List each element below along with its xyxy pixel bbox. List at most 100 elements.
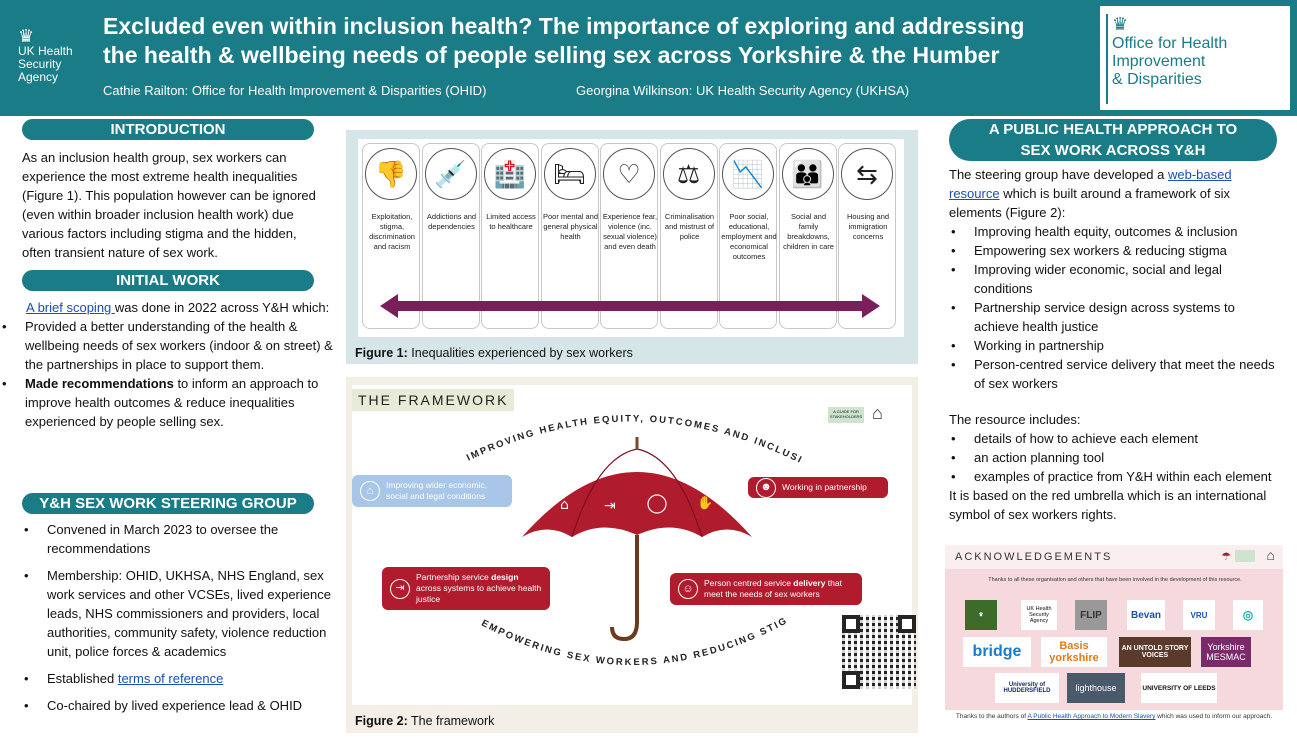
introduction-text: As an inclusion health group, sex worker… xyxy=(22,150,316,260)
list-item: Co-chaired by lived experience lead & OH… xyxy=(22,696,337,715)
inequality-label: Limited access to healthcare xyxy=(486,212,536,231)
public-health-text: The steering group have developed a web-… xyxy=(949,165,1279,524)
hospital-icon: 🏥 xyxy=(484,148,536,200)
resource-include-item: an action planning tool xyxy=(949,448,1279,467)
people-icon: ☻ xyxy=(756,477,776,498)
introduction-heading: INTRODUCTION xyxy=(22,119,314,140)
royal-crest-icon: ♛ xyxy=(18,26,35,46)
acknowledgements-heading: ACKNOWLEDGEMENTS xyxy=(945,545,1283,569)
figure-1: ⇆ Housing and immigration concerns 👪 Social… xyxy=(346,130,918,364)
inequality-label: Addictions and dependencies xyxy=(426,212,477,231)
tag-economic-conditions: ⌂ Improving wider economic, social and l… xyxy=(352,475,512,507)
terms-of-reference-link[interactable]: terms of reference xyxy=(117,671,224,686)
leeds-logo: UNIVERSITY OF LEEDS xyxy=(1141,673,1217,703)
guide-tag: A GUIDE FOR STAKEHOLDERS xyxy=(828,407,864,423)
acknowledgements-footer: Thanks to the authors of A Public Health… xyxy=(955,713,1273,720)
initial-work-heading: INITIAL WORK xyxy=(22,270,314,291)
double-headed-arrow xyxy=(380,294,880,318)
framework-element-item: Improving wider economic, social and leg… xyxy=(949,260,1279,298)
framework-element-item: Empowering sex workers & reducing stigma xyxy=(949,241,1279,260)
inequality-label: Poor mental and general physical health xyxy=(542,212,599,241)
svg-text:⌂: ⌂ xyxy=(560,497,569,513)
framework-diagram: THE FRAMEWORK A GUIDE FOR STAKEHOLDERS ⌂… xyxy=(352,385,916,705)
modern-slavery-link[interactable]: A Public Health Approach to Modern Slave… xyxy=(1027,713,1156,720)
inequality-card: ⇆ Housing and immigration concerns xyxy=(838,143,896,329)
inequality-label: Housing and immigration concerns xyxy=(846,212,890,241)
list-item: Convened in March 2023 to oversee the re… xyxy=(22,520,337,558)
inequality-card: 👪 Social and family breakdowns, children … xyxy=(778,143,837,329)
home-icon[interactable]: ⌂ xyxy=(1266,547,1275,563)
hospital-bed-icon: 🛏 xyxy=(543,148,596,200)
inequalities-diagram: ⇆ Housing and immigration concerns 👪 Social… xyxy=(358,139,904,337)
author-2: Georgina Wilkinson: UK Health Security A… xyxy=(576,83,910,98)
inequality-label: Criminalisation and mistrust of police xyxy=(664,212,715,241)
list-item: Provided a better understanding of the h… xyxy=(0,317,336,374)
svg-text:✋: ✋ xyxy=(697,495,713,511)
steering-group-heading: Y&H SEX WORK STEERING GROUP xyxy=(22,493,314,514)
vru-logo: VRU xyxy=(1183,600,1215,630)
bevan-logo: Bevan xyxy=(1127,600,1165,630)
untold-story-logo: AN UNTOLD STORY VOICES xyxy=(1119,637,1191,667)
framework-element-item: Person-centred service delivery that mee… xyxy=(949,355,1279,393)
mesmac-logo: Yorkshire MESMAC xyxy=(1201,637,1251,667)
brief-scoping-link[interactable]: A brief scoping xyxy=(26,300,115,315)
inequality-card: 🏥 Limited access to healthcare xyxy=(481,143,539,329)
inequality-label: Exploitation, stigma, discrimination and… xyxy=(369,212,415,251)
ohid-partner-logo: ♛ xyxy=(965,600,997,630)
ukhsa-logo: ♛ UK Health Security Agency xyxy=(18,26,98,84)
resource-include-item: examples of practice from Y&H within eac… xyxy=(949,467,1279,486)
syringe-icon: 💉 xyxy=(424,148,477,200)
home-icon[interactable]: ⌂ xyxy=(872,403,883,423)
list-item: Established terms of reference xyxy=(22,669,337,688)
thumbs-down-icon: 👎 xyxy=(365,148,417,200)
inequality-card: ⚖ Criminalisation and mistrust of police xyxy=(659,143,718,329)
inequality-label: Experience fear, violence (inc. sexual v… xyxy=(602,212,658,251)
inequality-card: 🛏 Poor mental and general physical health xyxy=(540,143,599,329)
svg-text:⇥: ⇥ xyxy=(604,498,616,514)
initial-work-text: A brief scoping was done in 2022 across … xyxy=(2,298,336,431)
red-umbrella: ⌂ ⇥ ✋ xyxy=(522,437,752,642)
guide-tag-mini xyxy=(1235,550,1255,562)
basis-logo: Basis yorkshire xyxy=(1041,637,1107,667)
framework-element-item: Working in partnership xyxy=(949,336,1279,355)
tag-service-design: ⇥ Partnership service design across syst… xyxy=(382,567,550,610)
poster-title: Excluded even within inclusion health? T… xyxy=(103,13,1025,68)
bridge-logo: bridge xyxy=(963,637,1031,667)
ukhsa-partner-logo: UK Health Security Agency xyxy=(1021,600,1057,630)
inequality-card: 💉 Addictions and dependencies xyxy=(421,143,480,329)
framework-title: THE FRAMEWORK xyxy=(352,389,515,411)
figure-2-caption: Figure 2: The framework xyxy=(355,714,495,728)
person-icon: ☺ xyxy=(678,579,698,599)
partner-logo: ◎ xyxy=(1233,600,1263,630)
public-health-heading: A PUBLIC HEALTH APPROACH TO SEX WORK ACR… xyxy=(949,119,1277,161)
flip-logo: FLIP xyxy=(1075,600,1107,630)
header: ♛ UK Health Security Agency Excluded eve… xyxy=(0,0,1297,116)
entry-icon: ⇥ xyxy=(390,578,410,599)
inequality-card: 📉 Poor social, educational, employment an… xyxy=(719,143,777,329)
acknowledgements: ACKNOWLEDGEMENTS ☂ ⌂ Thanks to all these… xyxy=(945,545,1283,710)
inequality-card: 👎 Exploitation, stigma, discrimination an… xyxy=(362,143,420,329)
tag-working-in-partnership: ☻ Working in partnership xyxy=(748,477,888,498)
qr-code[interactable] xyxy=(842,615,916,689)
inequality-label: Social and family breakdowns, children i… xyxy=(783,212,834,251)
list-item: Membership: OHID, UKHSA, NHS England, se… xyxy=(22,566,337,661)
web-based-resource-link[interactable]: web-based resource xyxy=(949,167,1232,201)
steering-group-text: Convened in March 2023 to oversee the re… xyxy=(22,520,337,715)
gavel-icon: ⚖ xyxy=(662,148,715,200)
figure-1-caption: Figure 1: Inequalities experienced by se… xyxy=(355,346,633,360)
resource-include-item: details of how to achieve each element xyxy=(949,429,1279,448)
royal-crest-icon: ♛ xyxy=(1112,14,1129,34)
family-icon: 👪 xyxy=(781,148,834,200)
list-item: Made recommendations to inform an approa… xyxy=(0,374,336,431)
inequality-label: Poor social, educational, employment and… xyxy=(721,212,777,261)
acknowledgements-thanks: Thanks to all these organisation and oth… xyxy=(988,577,1242,583)
declining-chart-icon: 📉 xyxy=(722,148,774,200)
tag-service-delivery: ☺ Person centred service delivery that m… xyxy=(670,573,862,605)
house-icon: ⌂ xyxy=(360,481,380,501)
ohid-logo: ♛ Office for Health Improvement & Dispar… xyxy=(1100,6,1290,110)
figure-2: THE FRAMEWORK A GUIDE FOR STAKEHOLDERS ⌂… xyxy=(346,377,918,733)
author-1: Cathie Railton: Office for Health Improv… xyxy=(103,83,487,98)
heartbeat-icon: ♡ xyxy=(603,148,655,200)
signpost-icon: ⇆ xyxy=(841,148,893,200)
umbrella-icon: ☂ xyxy=(1221,551,1231,563)
